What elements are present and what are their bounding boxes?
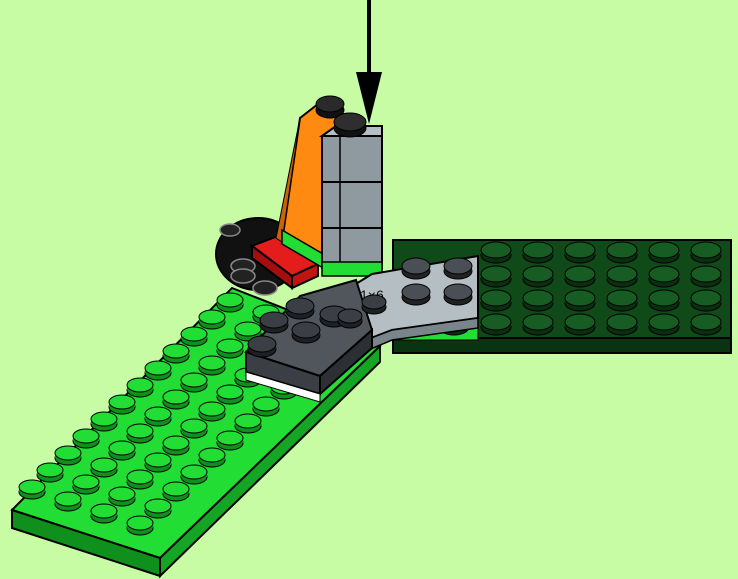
bright-green-stud [73, 475, 99, 494]
dark-green-stud [565, 314, 595, 335]
bright-green-stud [163, 436, 189, 455]
dark-green-stud [649, 266, 679, 287]
bright-green-stud [145, 499, 171, 518]
dark-green-stud [607, 314, 637, 335]
bright-green-stud [55, 446, 81, 465]
bright-green-stud [145, 361, 171, 380]
bright-green-stud [181, 465, 207, 484]
bright-green-stud [199, 402, 225, 421]
bright-green-stud [73, 429, 99, 448]
bright-green-stud [217, 431, 243, 450]
bright-green-stud [181, 327, 207, 346]
bright-green-stud [55, 492, 81, 511]
bright-green-stud [235, 414, 261, 433]
dark-green-stud [607, 290, 637, 311]
bright-green-stud [199, 448, 225, 467]
junction-stud [338, 309, 362, 328]
dark-green-stud [481, 266, 511, 287]
bright-green-stud [127, 378, 153, 397]
bright-green-stud [109, 441, 135, 460]
grey-stud [402, 258, 430, 279]
bright-green-stud [91, 412, 117, 431]
bright-green-stud [181, 419, 207, 438]
bright-green-stud [217, 339, 243, 358]
bright-green-stud [127, 470, 153, 489]
dark-grey-stud [292, 322, 320, 343]
bright-green-stud [217, 293, 243, 312]
dark-grey-stud [286, 298, 314, 319]
bright-green-stud [199, 356, 225, 375]
bright-green-stud [217, 385, 243, 404]
dark-green-stud [481, 290, 511, 311]
dark-green-stud [691, 242, 721, 263]
dark-green-stud [607, 266, 637, 287]
dark-grey-stud [260, 312, 288, 333]
dark-green-stud [523, 266, 553, 287]
bright-green-stud [253, 397, 279, 416]
bright-green-stud [127, 516, 153, 535]
dark-grey-stud [248, 336, 276, 357]
down-arrow-icon [356, 0, 382, 124]
dark-green-stud [565, 266, 595, 287]
bright-green-stud [91, 458, 117, 477]
grey-stud [444, 258, 472, 279]
dark-green-stud [523, 290, 553, 311]
bright-green-stud [19, 480, 45, 499]
bright-green-stud [127, 424, 153, 443]
dark-green-stud [649, 314, 679, 335]
dark-green-stud [607, 242, 637, 263]
bright-green-stud [109, 487, 135, 506]
dark-green-stud [691, 266, 721, 287]
bright-green-stud [109, 395, 135, 414]
junction-stud [362, 295, 386, 314]
dark-green-stud [523, 314, 553, 335]
bright-green-stud [145, 407, 171, 426]
dark-green-stud [649, 242, 679, 263]
grey-stud [444, 284, 472, 305]
dark-green-stud [481, 242, 511, 263]
bright-green-stud [199, 310, 225, 329]
bright-green-stud [145, 453, 171, 472]
grey-stud [402, 284, 430, 305]
dark-green-stud [565, 242, 595, 263]
dark-green-stud [691, 314, 721, 335]
grey-brick-column [322, 113, 382, 276]
dark-green-stud [649, 290, 679, 311]
bright-green-stud [163, 482, 189, 501]
bright-green-stud [163, 390, 189, 409]
bright-green-stud [37, 463, 63, 482]
bright-green-stud [181, 373, 207, 392]
dark-green-stud [691, 290, 721, 311]
bright-green-stud [163, 344, 189, 363]
dark-green-stud [523, 242, 553, 263]
bright-green-stud [91, 504, 117, 523]
dark-green-stud [565, 290, 595, 311]
dark-green-stud [481, 314, 511, 335]
